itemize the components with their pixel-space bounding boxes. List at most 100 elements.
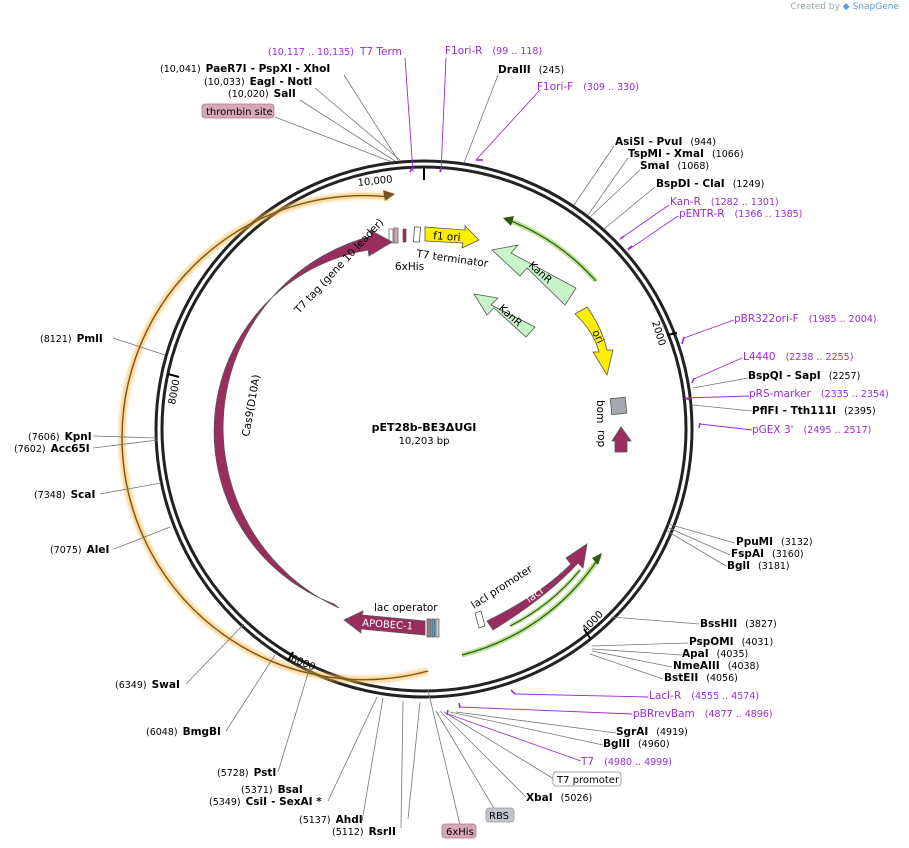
primer-pbrrevbam: pBRrevBam(4877 .. 4896) (633, 708, 773, 720)
tick-mark-4000 (583, 628, 591, 639)
t7-terminator-label: T7 terminator (415, 248, 490, 270)
site-bsshii: BssHII(3827) (700, 618, 777, 630)
lac-operator-label: lac operator (374, 602, 438, 614)
primer-prs-marker: pRS-marker(2335 .. 2354) (749, 388, 889, 400)
primer-pbr322ori-f: pBR322ori-F(1985 .. 2004) (734, 313, 877, 325)
t7-terminator-box (412, 226, 422, 243)
bom-label: bom (594, 400, 606, 423)
site-bgli: BglI(3181) (727, 560, 790, 572)
kanr-feature-outer (491, 244, 577, 306)
plasmid-length: 10,203 bp (399, 436, 450, 447)
apobec-label: APOBEC-1 (362, 618, 414, 633)
tick-mark-6000 (287, 651, 294, 662)
primer-f1ori-r: F1ori-R(99 .. 118) (445, 45, 542, 57)
green-arc-arrowhead-bottom (592, 553, 602, 565)
primer-pentr-r: pENTR-R(1366 .. 1385) (679, 208, 802, 220)
site-bsteii: BstEII(4056) (664, 672, 738, 684)
site-nmeaiii: NmeAIII(4038) (673, 660, 759, 672)
primer-laci-r: LacI-R(4555 .. 4574) (649, 690, 759, 702)
primer-marks (409, 159, 701, 716)
orange-arc-arrowhead (383, 190, 395, 201)
site-fspai: FspAI(3160) (731, 548, 804, 560)
green-region-arc-inner-line (509, 569, 581, 627)
orange-region-arc (121, 194, 429, 681)
plasmid-name: pET28b-BE3ΔUGI (372, 421, 477, 434)
kanr-feature-inner (473, 293, 536, 338)
site-sali: (10,020)SalI (228, 88, 296, 100)
site-xbai: XbaI(5026) (526, 792, 592, 804)
cas9-feature (213, 229, 393, 609)
tick-mark-2000 (666, 332, 678, 336)
his6-marker-a (393, 227, 399, 244)
site-bspqi: BspQI- SapI(2257) (748, 370, 860, 382)
thrombin-site-box (201, 103, 275, 119)
credit-brand: SnapGene (852, 2, 899, 12)
credit-prefix: Created by (790, 2, 840, 12)
primer-kan-r: Kan-R(1282 .. 1301) (670, 196, 779, 208)
f1-ori-label: f1 ori (433, 230, 461, 244)
site-draiii: DraIII(245) (498, 64, 564, 76)
f1-ori-feature (424, 225, 480, 249)
t7-promoter-box (552, 771, 622, 787)
rop-feature (611, 426, 632, 453)
snapgene-credit: Created by ◆ SnapGene (790, 2, 899, 12)
snapgene-logo-icon: ◆ (842, 2, 850, 12)
primer-t7-term: (10,117 .. 10,135)T7 Term (268, 46, 402, 58)
apobec-feature (343, 610, 426, 636)
site-rsrii: (5112)RsrII (332, 826, 396, 838)
site-bmgbi: (6048)BmgBI (146, 726, 221, 738)
laci-feature (486, 543, 588, 631)
green-arc-arrowhead-top (503, 216, 514, 226)
site-bsai: (5371)BsaI (241, 784, 303, 796)
site-cluster-top-left (274, 57, 541, 173)
thrombin-site-label: thrombin site (206, 107, 273, 118)
cas9-label: Cas9(D10A) (240, 374, 263, 438)
rbs-box (485, 807, 515, 823)
site-smai: SmaI(1068) (640, 160, 709, 172)
his6-feature-label: 6xHis (395, 261, 424, 273)
primer-f1ori-f: F1ori-F(309 .. 330) (537, 81, 639, 93)
site-cluster-right (427, 145, 753, 826)
backbone-outer-ring (154, 159, 694, 699)
tick-label-10000: 10,000 (357, 174, 393, 189)
site-bglii: BglII(4960) (603, 738, 670, 750)
his6-marker-b (402, 228, 407, 243)
site-psti: (5728)PstI (217, 767, 276, 779)
site-paer7i: (10,041)PaeR7I- PspXI - XhoI (160, 63, 330, 75)
ori-feature (574, 306, 614, 377)
bom-feature (609, 396, 628, 416)
ori-label: ori (589, 328, 606, 346)
his6-box-label: 6xHis (446, 827, 474, 838)
site-scai: (7348)ScaI (34, 489, 95, 501)
site-ahdi: (5137)AhdI (299, 814, 363, 826)
site-pspomi: PspOMI(4031) (689, 636, 773, 648)
lac-operator-marker-c (435, 618, 440, 638)
primer-t7: T7(4980 .. 4999) (580, 756, 672, 768)
site-sgrai: SgrAI(4919) (616, 726, 688, 738)
site-asisi: AsiSI- PvuI(944) (615, 136, 716, 148)
rop-label: rop (595, 430, 607, 448)
site-cluster-left (92, 337, 421, 829)
green-region-arc-bottom (461, 555, 601, 656)
site-pflfi: PflFI- Tth111I(2395) (752, 405, 876, 417)
lac-operator-marker-a (426, 618, 432, 638)
site-eagi: (10,033)EagI- NotI (204, 76, 312, 88)
lac-operator-marker-b (431, 618, 436, 638)
site-ppumi: PpuMI(3132) (736, 536, 813, 548)
site-acc65i: (7602)Acc65I (14, 443, 90, 455)
backbone-inner-ring (160, 165, 688, 693)
rbs-label: RBS (489, 811, 509, 822)
tick-label-8000: 8000 (167, 379, 182, 406)
primer-l4440: L4440(2238 .. 2255) (743, 351, 853, 363)
site-alei: (7075)AleI (50, 544, 109, 556)
t7-promoter-label: T7 promoter (556, 775, 620, 786)
tick-mark-8000 (167, 373, 180, 378)
site-kpni: (7606)KpnI (28, 431, 92, 443)
site-pmli: (8121)PmlI (40, 333, 103, 345)
site-tspmi: TspMI- XmaI(1066) (628, 148, 744, 160)
site-bspdi: BspDI- ClaI(1249) (656, 178, 764, 190)
site-swai: (6349)SwaI (115, 679, 180, 691)
site-csii: (5349)CsiI- SexAI * (209, 796, 322, 808)
laci-promoter-feature (474, 610, 486, 629)
